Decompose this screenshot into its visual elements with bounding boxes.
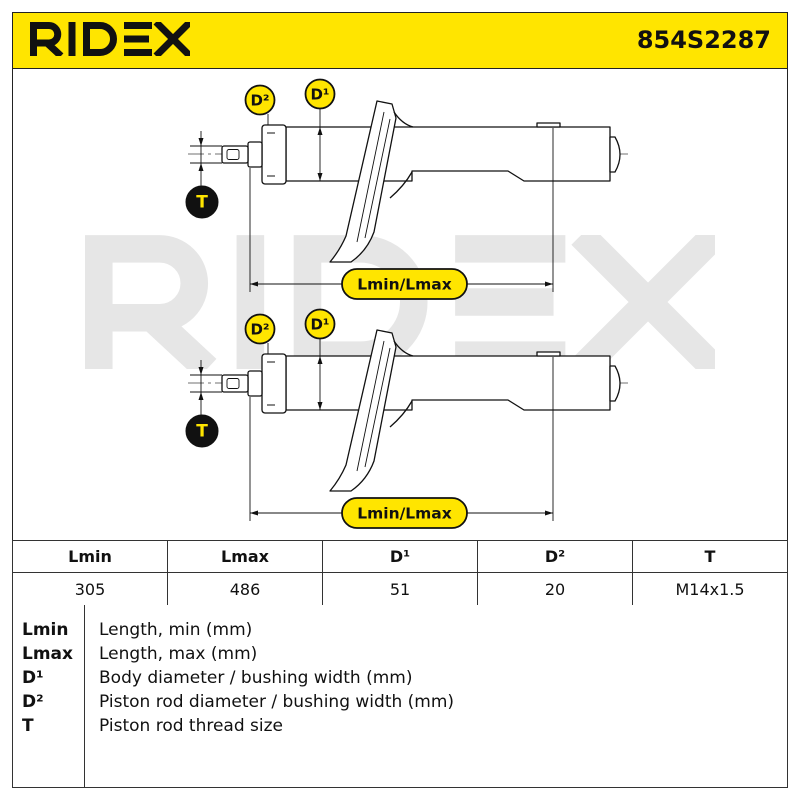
part-number: 854S2287 (636, 26, 771, 54)
legend-description: Length, max (mm) (99, 644, 258, 664)
ridex-logo (30, 22, 190, 56)
label-pill (341, 268, 468, 300)
legend-keys-column: Lmin Lmax D¹ D² T (13, 605, 85, 787)
label-d1-text: D¹ (310, 86, 329, 104)
label-bubble-dark (185, 414, 219, 448)
label-d1-text: D¹ (310, 316, 329, 334)
spec-header-thread: T (632, 541, 787, 572)
rod-hex-socket (226, 149, 240, 160)
spec-header-lmin: Lmin (68, 547, 112, 566)
label-d2-bottom: D² (244, 313, 276, 345)
shock-absorber-drawing-top (188, 100, 628, 292)
dimension-thread (190, 131, 222, 186)
top-mount-bushing (261, 124, 287, 185)
knuckle-bracket-inner-lines (356, 111, 391, 243)
label-bubble (304, 78, 336, 110)
rod-collar (247, 141, 263, 168)
knuckle-bracket (329, 100, 397, 263)
spring-seat-flange (389, 111, 414, 199)
label-thread-bottom: T (185, 414, 219, 448)
bushing-detail-lines (267, 132, 275, 177)
legend-key: Lmin (22, 620, 69, 640)
spec-table-value-row: 305 486 51 20 M14x1.5 (13, 573, 787, 605)
legend-key: T (22, 716, 34, 736)
legend-key: D¹ (22, 668, 44, 688)
legend-description: Body diameter / bushing width (mm) (99, 668, 413, 688)
label-d2-text: D² (250, 321, 269, 339)
arrowhead (198, 138, 204, 146)
label-thread-text: T (196, 422, 208, 442)
legend-description: Piston rod thread size (99, 716, 284, 736)
body-end-cap (609, 136, 621, 173)
legend-key: Lmax (22, 644, 73, 664)
legend-descriptions-column: Length, min (mm) Length, max (mm) Body d… (85, 605, 787, 787)
spec-value-d2: 20 (477, 573, 632, 605)
dimension-length (249, 128, 554, 292)
label-bubble-dark (185, 185, 219, 219)
label-thread-top: T (185, 185, 219, 219)
label-d1-bottom: D¹ (304, 308, 336, 340)
piston-rod-thread (221, 145, 249, 164)
spec-value-lmin: 305 (74, 579, 106, 599)
label-pill (341, 497, 468, 529)
body-tab (536, 122, 561, 128)
spec-header-d2: D² (477, 541, 632, 572)
label-length-bottom: Lmin/Lmax (341, 497, 468, 529)
legend-description: Piston rod diameter / bushing width (mm) (99, 692, 455, 712)
spec-value-thread: M14x1.5 (632, 573, 787, 605)
label-bubble (244, 84, 276, 116)
label-bubble (244, 313, 276, 345)
spec-table-header-row: Lmin Lmax D¹ D² T (13, 541, 787, 573)
dimension-d1 (317, 109, 323, 181)
spec-header-lmax: Lmax (167, 541, 322, 572)
label-d1-top: D¹ (304, 78, 336, 110)
legend: Lmin Lmax D¹ D² T Length, min (mm) Lengt… (12, 605, 788, 788)
label-length-text: Lmin/Lmax (357, 505, 452, 523)
label-thread-text: T (196, 193, 208, 213)
ridex-watermark (99, 235, 715, 369)
arrowhead (545, 281, 553, 287)
label-d2-text: D² (250, 92, 269, 110)
arrowhead (317, 127, 323, 135)
shock-absorber-drawing-bottom (187, 329, 629, 522)
spec-table: Lmin Lmax D¹ D² T 305 486 51 20 M14x1.5 (12, 540, 788, 606)
arrowhead (250, 281, 258, 287)
header-bar: 854S2287 (12, 12, 788, 69)
label-bubble (304, 308, 336, 340)
label-length-top: Lmin/Lmax (341, 268, 468, 300)
label-length-text: Lmin/Lmax (357, 276, 452, 294)
legend-key: D² (22, 692, 44, 712)
arrowhead (198, 163, 204, 171)
damper-body (285, 126, 611, 182)
label-d2-top: D² (244, 84, 276, 116)
arrowhead (317, 173, 323, 181)
spec-value-lmax: 486 (167, 573, 322, 605)
spec-header-d1: D¹ (322, 541, 477, 572)
legend-description: Length, min (mm) (99, 620, 253, 640)
spec-value-d1: 51 (322, 573, 477, 605)
